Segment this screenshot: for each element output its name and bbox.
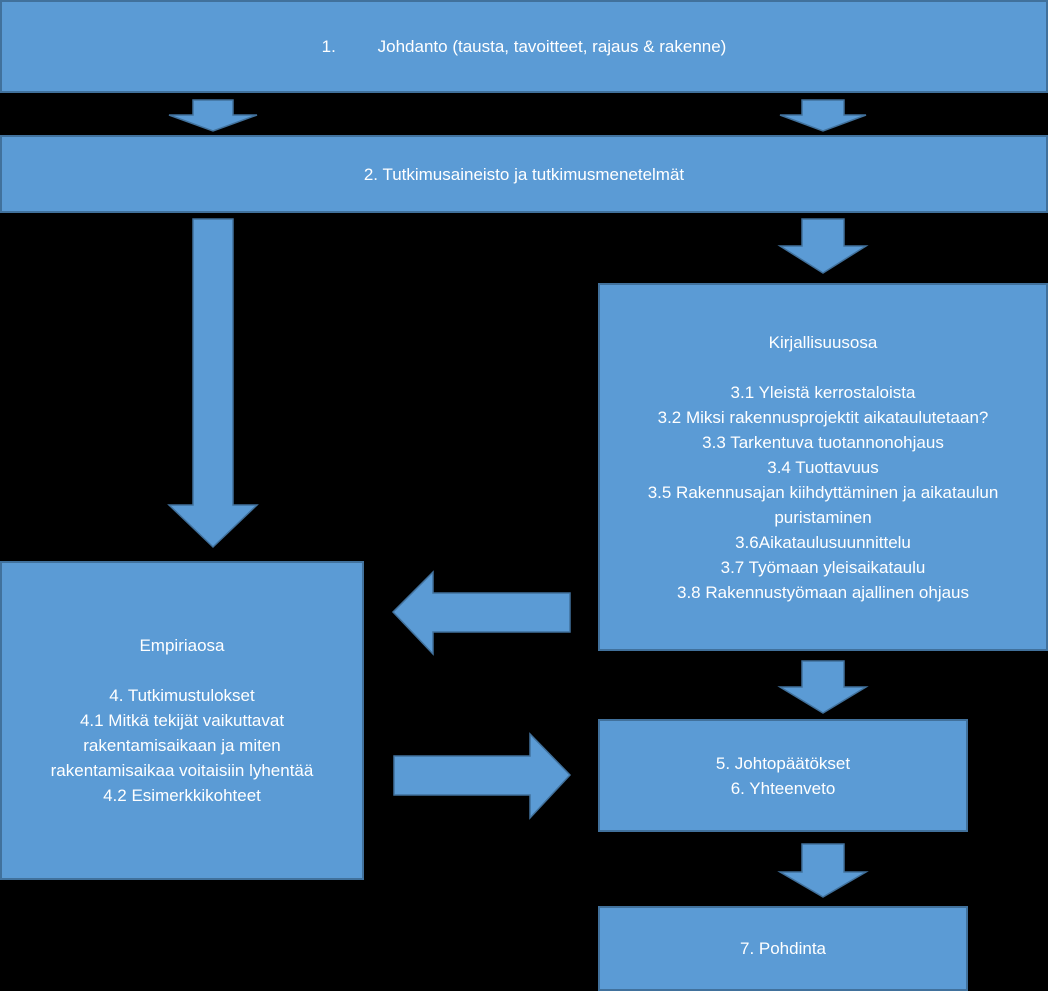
arrow-conclusions-to-discussion (777, 843, 869, 898)
arrow-empirical-to-conclusions (393, 732, 572, 820)
empirical-item: rakentamisaikaa voitaisiin lyhentää (50, 761, 314, 780)
arrow-literature-to-empirical (391, 570, 571, 656)
literature-box: Kirjallisuusosa 3.1 Yleistä kerrostalois… (598, 283, 1048, 651)
arrow-methods-to-empirical (167, 218, 259, 549)
conclusions-item: 5. Johtopäätökset (715, 753, 851, 773)
literature-item: 3.3 Tarkentuva tuotannonohjaus (702, 432, 944, 452)
discussion-box: 7. Pohdinta (598, 906, 968, 991)
literature-heading: Kirjallisuusosa (768, 332, 878, 352)
methods-box: 2. Tutkimusaineisto ja tutkimusmenetelmä… (0, 135, 1048, 213)
arrow-literature-to-conclusions (777, 660, 869, 714)
literature-item: 3.1 Yleistä kerrostaloista (730, 382, 916, 402)
literature-item: 3.5 Rakennusajan kiihdyttäminen ja aikat… (647, 482, 999, 502)
empirical-item: 4.1 Mitkä tekijät vaikuttavat (79, 711, 285, 730)
intro-box: 1. Johdanto (tausta, tavoitteet, rajaus &… (0, 0, 1048, 93)
arrow-intro-to-methods-right (779, 99, 867, 132)
empirical-heading: Empiriaosa (139, 636, 225, 655)
literature-item: 3.2 Miksi rakennusprojektit aikataulutet… (657, 407, 989, 427)
conclusions-box: 5. Johtopäätökset 6. Yhteenveto (598, 719, 968, 832)
empirical-item: 4. Tutkimustulokset (109, 686, 255, 705)
discussion-label: 7. Pohdinta (739, 939, 826, 958)
literature-item: 3.7 Työmaan yleisaikataulu (720, 557, 926, 577)
arrow-intro-to-methods-left (168, 99, 258, 132)
literature-item: 3.4 Tuottavuus (767, 457, 879, 477)
empirical-box: Empiriaosa 4. Tutkimustulokset 4.1 Mitkä… (0, 561, 364, 880)
intro-label: 1. Johdanto (tausta, tavoitteet, rajaus &… (322, 34, 727, 59)
literature-item: 3.6Aikataulusuunnittelu (735, 532, 911, 552)
literature-item: 3.8 Rakennustyömaan ajallinen ohjaus (676, 582, 970, 602)
intro-text: Johdanto (tausta, tavoitteet, rajaus & r… (377, 37, 727, 56)
literature-item: puristaminen (774, 507, 872, 527)
conclusions-item: 6. Yhteenveto (730, 778, 836, 798)
empirical-item: rakentamisaikaan ja miten (83, 736, 281, 755)
intro-number: 1. (321, 37, 336, 56)
empirical-item: 4.2 Esimerkkikohteet (103, 786, 261, 805)
methods-label: 2. Tutkimusaineisto ja tutkimusmenetelmä… (363, 164, 685, 184)
arrow-methods-to-literature (777, 218, 869, 274)
